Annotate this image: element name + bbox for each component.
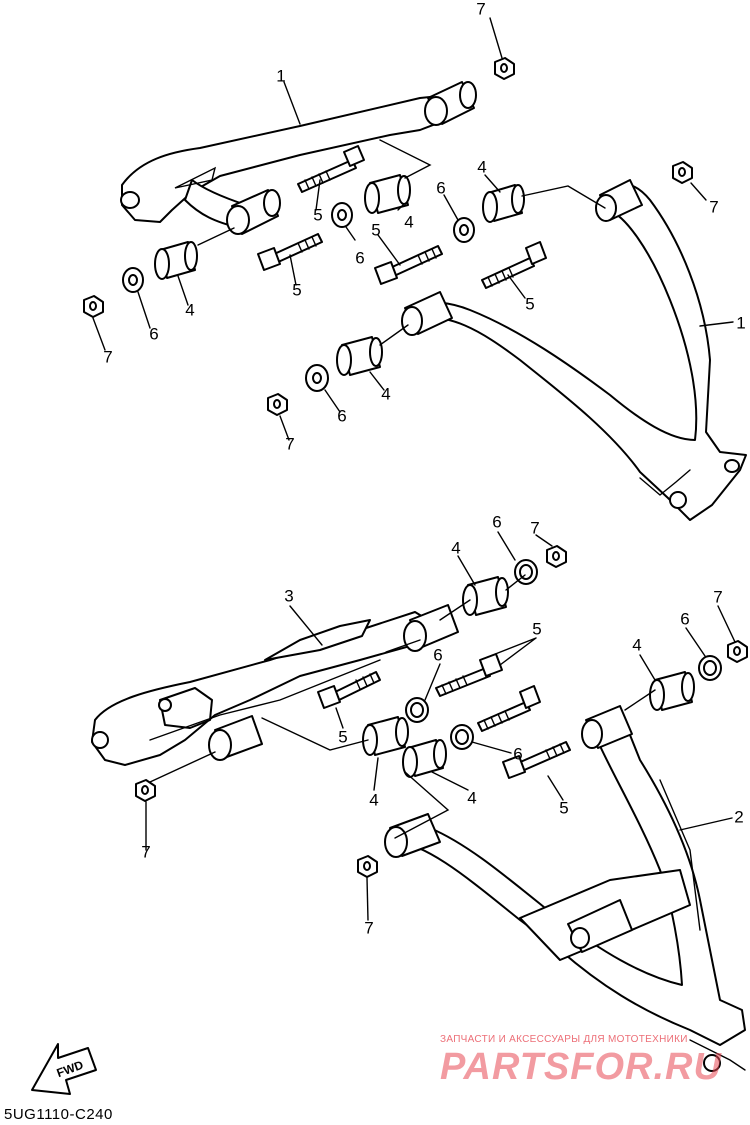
callout-label: 1 <box>276 66 286 86</box>
callout-label: 7 <box>713 587 723 607</box>
callout-label: 7 <box>103 347 113 367</box>
callout-label: 5 <box>371 220 381 240</box>
bolt <box>297 145 365 193</box>
bolt <box>374 245 443 285</box>
bushing <box>154 241 198 280</box>
upper-arm-left <box>120 81 477 235</box>
callout-label: 4 <box>467 788 477 808</box>
bolt <box>257 233 323 271</box>
callout-label: 4 <box>404 212 414 232</box>
lower-arm-right <box>384 705 746 1072</box>
callout-label: 6 <box>337 406 347 426</box>
callout-label: 6 <box>492 512 502 532</box>
washers <box>122 202 722 750</box>
callout-label: 5 <box>559 798 569 818</box>
watermark-tagline: ЗАПЧАСТИ И АКСЕССУАРЫ ДЛЯ МОТОТЕХНИКИ <box>440 1034 688 1045</box>
bolt <box>317 671 381 709</box>
bushing <box>462 576 509 616</box>
callout-label: 4 <box>185 300 195 320</box>
callout-label: 6 <box>149 324 159 344</box>
callout-label: 7 <box>530 518 540 538</box>
callout-label: 6 <box>436 178 446 198</box>
upper-arm-right <box>401 179 747 521</box>
callout-label: 5 <box>313 205 323 225</box>
callout-label: 6 <box>355 248 365 268</box>
watermark-brand: PARTSFOR.RU <box>440 1046 722 1088</box>
callout-label: 7 <box>476 0 486 19</box>
nuts <box>83 57 748 878</box>
callout-label: 5 <box>525 294 535 314</box>
callout-label: 4 <box>451 538 461 558</box>
bushing <box>482 184 525 223</box>
bolt <box>502 741 571 779</box>
callout-label: 7 <box>709 197 719 217</box>
callout-label: 4 <box>381 384 391 404</box>
callout-label: 1 <box>736 313 746 333</box>
bolts <box>257 145 571 779</box>
bushing <box>364 174 411 214</box>
bushing <box>649 671 695 711</box>
bushing <box>362 716 409 756</box>
callout-label: 6 <box>433 645 443 665</box>
bolt <box>435 653 503 697</box>
forward-arrow-icon <box>31 1043 97 1095</box>
callout-label: 4 <box>369 790 379 810</box>
callout-label: 5 <box>292 280 302 300</box>
diagram-part-code: 5UG1110-C240 <box>4 1106 113 1123</box>
callout-label: 7 <box>364 918 374 938</box>
bolt <box>477 685 541 732</box>
lower-arm-left <box>91 604 459 766</box>
callout-label: 3 <box>284 586 294 606</box>
bushing <box>402 739 447 778</box>
callout-label: 6 <box>513 744 523 764</box>
callout-label: 4 <box>477 157 487 177</box>
bolt <box>481 241 547 289</box>
assembly-lines <box>149 139 656 839</box>
callout-label: 5 <box>338 727 348 747</box>
callout-label: 5 <box>532 619 542 639</box>
callout-label: 6 <box>680 609 690 629</box>
callout-label: 4 <box>632 635 642 655</box>
callout-label: 7 <box>141 842 151 862</box>
leader-lines <box>92 17 736 921</box>
callout-label: 7 <box>285 434 295 454</box>
callout-label: 2 <box>734 807 744 827</box>
bushing <box>336 336 383 376</box>
